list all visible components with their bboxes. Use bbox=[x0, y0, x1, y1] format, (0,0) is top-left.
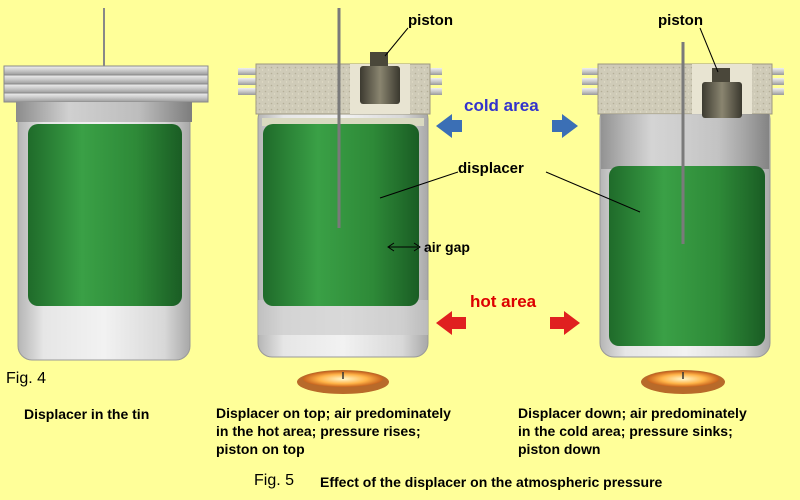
air-gap-arrowhead bbox=[387, 242, 395, 252]
air-gap-label: air gap bbox=[424, 239, 470, 255]
hot-arrow-right bbox=[550, 311, 580, 335]
fig5-title: Effect of the displacer on the atmospher… bbox=[320, 474, 663, 490]
right-displacer bbox=[609, 166, 765, 346]
left-displacer bbox=[263, 124, 419, 306]
air-gap-arrowhead-2 bbox=[413, 242, 421, 252]
right-piston-leader bbox=[699, 27, 719, 73]
hot-area-label: hot area bbox=[470, 292, 537, 311]
displacer-leader-left bbox=[379, 171, 459, 199]
fig4-number: Fig. 4 bbox=[6, 370, 47, 387]
cold-arrow-left bbox=[436, 114, 462, 138]
fig5-right-container bbox=[582, 42, 784, 358]
fig5-left-container bbox=[238, 8, 442, 358]
fig4-lid bbox=[3, 65, 209, 122]
fig4-displacer bbox=[28, 124, 182, 306]
displacer-label: displacer bbox=[458, 160, 524, 177]
left-piston bbox=[360, 52, 400, 104]
right-piston bbox=[702, 68, 742, 118]
fig4-tin bbox=[3, 8, 209, 361]
cold-arrow-right bbox=[552, 114, 578, 138]
hot-arrow-left bbox=[436, 311, 466, 335]
cold-area-label: cold area bbox=[464, 96, 539, 115]
fig4-caption: Displacer in the tin bbox=[24, 406, 150, 422]
fig5-caption-top: Displacer on top; air predominately in t… bbox=[216, 405, 451, 457]
piston-label-left: piston bbox=[408, 12, 453, 29]
displacer-leader-right bbox=[545, 171, 641, 213]
leader-lines bbox=[379, 27, 719, 252]
fig5-number: Fig. 5 bbox=[254, 472, 295, 489]
right-candle bbox=[641, 370, 725, 394]
left-piston-leader bbox=[384, 27, 409, 57]
fig5-caption-down: Displacer down; air predominately in the… bbox=[518, 405, 747, 457]
piston-label-right: piston bbox=[658, 12, 703, 29]
left-candle bbox=[297, 370, 389, 394]
